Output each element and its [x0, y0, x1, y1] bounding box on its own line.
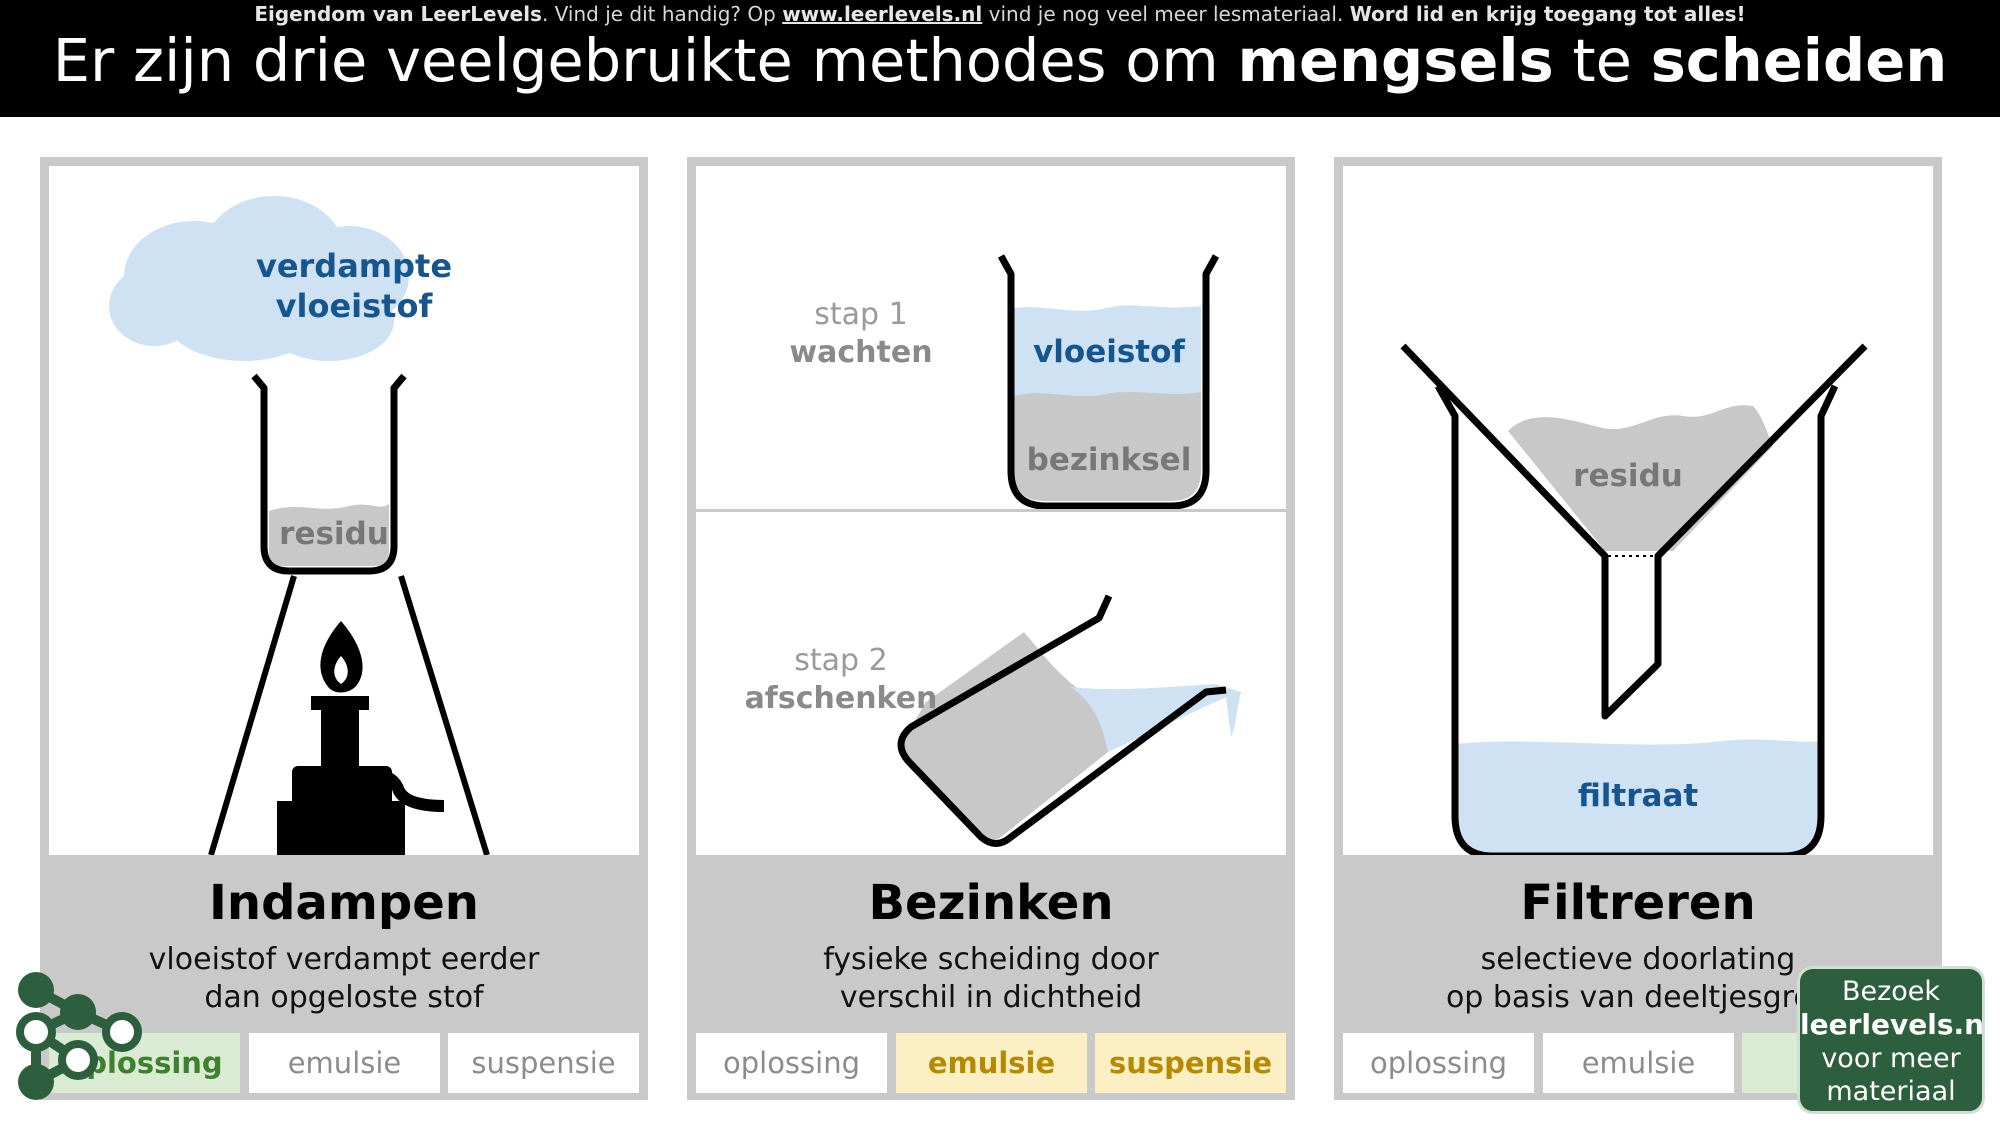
liquid-fill	[1014, 305, 1201, 396]
panel-filtreren: residu filtraat Filtreren selectieve doo…	[1334, 157, 1942, 1100]
residue-fill	[1508, 405, 1773, 551]
method-title: Indampen	[209, 875, 479, 931]
tag-suspensie: suspensie	[1095, 1033, 1286, 1093]
beaker-icon	[251, 373, 407, 575]
cloud-icon	[109, 196, 409, 361]
panel-indampen: verdampte vloeistof residu Indampen vloe…	[40, 157, 648, 1100]
step1-text: stap 1 wachten	[789, 297, 933, 370]
visit-leerlevels-button[interactable]: Bezoek leerlevels.nl voor meer materiaal	[1797, 966, 1994, 1114]
illustration-area: verdampte vloeistof residu	[49, 166, 639, 855]
tag-suspensie: suspensie	[448, 1033, 639, 1093]
bunsen-burner-icon	[277, 621, 445, 855]
evaporation-illustration	[109, 196, 490, 855]
residue-fill	[269, 504, 389, 566]
tag-oplossing: oplossing	[696, 1033, 887, 1093]
header-bar: Eigendom van LeerLevels. Vind je dit han…	[0, 0, 2000, 117]
illustration-area: residu filtraat	[1343, 166, 1933, 855]
method-title: Bezinken	[868, 875, 1114, 931]
filtration-illustration	[1400, 343, 1868, 855]
decanting-illustration	[897, 594, 1241, 847]
residue-label: residu	[1573, 458, 1683, 494]
filtrate-fill	[1455, 739, 1823, 855]
method-title: Filtreren	[1520, 875, 1756, 931]
tag-emulsie: emulsie	[896, 1033, 1087, 1093]
funnel-icon	[1400, 343, 1868, 720]
page-title: Er zijn drie veelgebruikte methodes om m…	[52, 26, 1948, 95]
liquid-label: vloeistof	[1033, 334, 1185, 370]
cloud-label: verdampte vloeistof	[255, 247, 453, 325]
sediment-fill	[1014, 392, 1201, 501]
step2-area: stap 2 afschenken	[696, 512, 1286, 855]
step2-text: stap 2 afschenken	[744, 643, 938, 716]
residue-label: residu	[279, 516, 389, 552]
tag-oplossing: oplossing	[1343, 1033, 1534, 1093]
method-description: fysieke scheiding door verschil in dicht…	[823, 942, 1159, 1015]
credit-line: Eigendom van LeerLevels. Vind je dit han…	[254, 2, 1746, 26]
filtrate-label: filtraat	[1577, 778, 1699, 814]
tag-emulsie: emulsie	[249, 1033, 440, 1093]
sediment-label: bezinksel	[1026, 442, 1192, 478]
tag-emulsie: emulsie	[1543, 1033, 1734, 1093]
credit-link[interactable]: www.leerlevels.nl	[782, 2, 983, 26]
leerlevels-logo-icon[interactable]	[10, 960, 145, 1110]
settling-illustration	[997, 254, 1220, 509]
method-description: selectieve doorlating op basis van deelt…	[1445, 942, 1831, 1015]
beaker-icon	[1434, 384, 1839, 855]
tripod-icon	[208, 575, 490, 855]
tilted-beaker-icon	[897, 594, 1227, 847]
step1-area: stap 1 wachten vloeistof bezinksel	[696, 166, 1286, 509]
beaker-icon	[997, 254, 1220, 509]
panel-bezinken: stap 1 wachten vloeistof bezinksel stap …	[687, 157, 1295, 1100]
method-description: vloeistof verdampt eerder dan opgeloste …	[148, 942, 540, 1015]
sediment-fill	[903, 632, 1108, 840]
